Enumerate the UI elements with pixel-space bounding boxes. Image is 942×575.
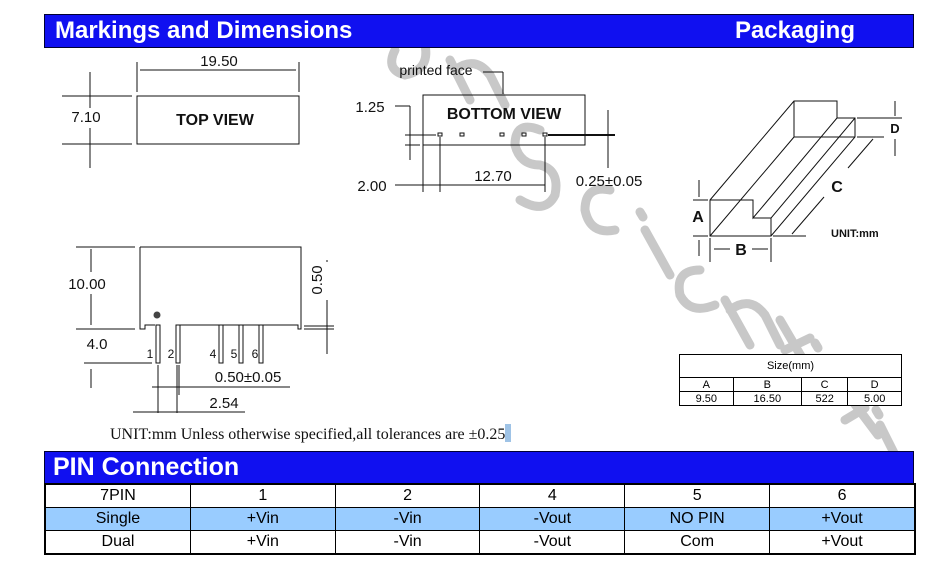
section-title-packaging: Packaging — [734, 17, 855, 44]
packaging-size-table: Size(mm) A B C D 9.50 16.50 522 5.00 — [679, 354, 902, 406]
pin-label: 6 — [252, 347, 259, 361]
tube-label-b: B — [735, 242, 747, 259]
table-cell: Dual — [44, 530, 191, 555]
table-cell: -Vin — [334, 530, 481, 555]
dim-pin-width: 0.50±0.05 — [215, 369, 282, 386]
table-cell: +Vin — [189, 530, 336, 555]
pin-connection-header-bar: PIN Connection — [44, 451, 914, 484]
table-cell: 5 — [624, 483, 771, 508]
section-title-markings: Markings and Dimensions — [55, 17, 353, 44]
pin-label: 2 — [168, 347, 175, 361]
tube-label-d: D — [890, 121, 899, 136]
size-value: 16.50 — [732, 391, 802, 406]
tolerance-note: UNIT:mm Unless otherwise specified,all t… — [110, 424, 512, 444]
tolerance-note-text: UNIT:mm Unless otherwise specified,all t… — [110, 426, 506, 443]
table-cell: +Vin — [189, 507, 336, 531]
dim-0-25: 0.25±0.05 — [576, 173, 643, 190]
dim-0-50: 0.50 — [309, 265, 326, 294]
table-cell: 7PIN — [44, 483, 191, 508]
bottom-view-outline — [422, 94, 586, 146]
table-cell: 4 — [479, 483, 626, 508]
table-cell: 1 — [189, 483, 336, 508]
printed-face-label: printed face — [399, 62, 472, 78]
packaging-tube-drawing: A B C D UNIT:mm — [692, 100, 902, 262]
table-row: Dual +Vin -Vin -Vout Com +Vout — [44, 530, 916, 555]
table-cell: -Vout — [479, 530, 626, 555]
pin-connection-table: 7PIN 1 2 4 5 6 Single +Vin -Vin -Vout NO… — [44, 483, 916, 555]
table-cell: +Vout — [769, 530, 916, 555]
dim-10-00: 10.00 — [68, 276, 106, 293]
table-cell: NO PIN — [624, 507, 771, 531]
dim-2-00: 2.00 — [357, 178, 386, 195]
table-cell: +Vout — [769, 507, 916, 531]
size-header: D — [847, 377, 902, 392]
pin-label: 1 — [147, 347, 154, 361]
tube-label-a: A — [692, 209, 704, 226]
size-value: 5.00 — [847, 391, 902, 406]
size-header: C — [800, 377, 849, 392]
top-view-width: 19.50 — [200, 53, 238, 70]
table-cell: -Vout — [479, 507, 626, 531]
table-cell: -Vin — [334, 507, 481, 531]
text-cursor — [505, 424, 512, 442]
dim-pitch: 2.54 — [209, 395, 238, 412]
size-header: A — [679, 377, 734, 392]
top-view-height: 7.10 — [71, 109, 100, 126]
table-cell: Single — [44, 507, 191, 531]
table-cell: 6 — [769, 483, 916, 508]
size-header: B — [732, 377, 802, 392]
table-cell: Com — [624, 530, 771, 555]
side-view-drawing: 10.00 4.0 0.50 0.50±0.05 2.54 1 2 4 5 6 — [68, 246, 334, 413]
markings-header-bar: Markings and Dimensions Packaging — [44, 14, 914, 48]
size-value: 9.50 — [679, 391, 734, 406]
size-value: 522 — [800, 391, 849, 406]
table-row: Single +Vin -Vin -Vout NO PIN +Vout — [44, 507, 916, 531]
bottom-view-drawing: printed face BOTTOM VIEW 1.25 2.00 12.70… — [355, 62, 642, 195]
dim-1-25: 1.25 — [355, 99, 384, 116]
tube-label-c: C — [831, 179, 843, 196]
bottom-view-label: BOTTOM VIEW — [447, 106, 562, 123]
pin-connection-title: PIN Connection — [53, 453, 240, 481]
dim-12-70: 12.70 — [474, 168, 512, 185]
size-table-caption: Size(mm) — [679, 354, 902, 378]
dim-4-0: 4.0 — [87, 336, 108, 353]
pin-label: 5 — [231, 347, 238, 361]
table-row: 7PIN 1 2 4 5 6 — [44, 483, 916, 508]
tube-unit-label: UNIT:mm — [831, 228, 879, 240]
top-view-outline — [136, 95, 300, 145]
top-view-drawing: 19.50 7.10 TOP VIEW — [62, 53, 300, 168]
table-cell: 2 — [334, 483, 481, 508]
pin-label: 4 — [210, 347, 217, 361]
top-view-label: TOP VIEW — [176, 112, 255, 129]
